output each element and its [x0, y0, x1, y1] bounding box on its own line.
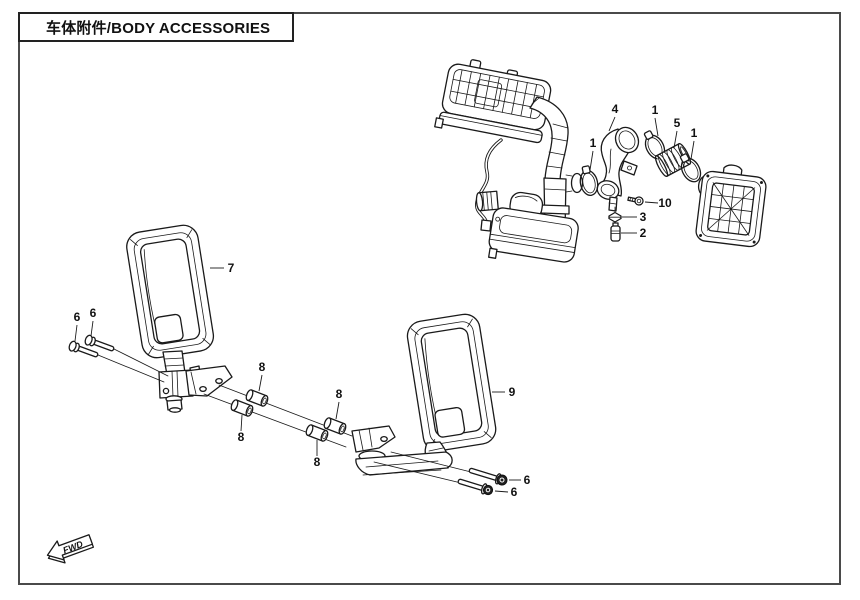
bolt-part6-right-b [457, 478, 494, 496]
intake-elbow-duct-part4 [596, 126, 640, 212]
callout-8-a[interactable]: 8 [259, 360, 266, 374]
intake-grille-plate [695, 164, 767, 248]
callout-6-right-b[interactable]: 6 [511, 485, 518, 499]
hose-clamp-part1-right [679, 153, 702, 183]
air-filter-box [434, 59, 552, 144]
breather-hose [474, 138, 503, 232]
airbox-lower-chamber [475, 190, 579, 263]
bolt-part6-right-a [468, 467, 508, 486]
callout-1-left[interactable]: 1 [590, 136, 597, 150]
right-mirror-arm [355, 451, 453, 476]
left-mirror-bracket [185, 365, 233, 397]
callout-2[interactable]: 2 [640, 226, 647, 240]
callout-4[interactable]: 4 [612, 102, 619, 116]
spacer-part8-c [323, 417, 347, 435]
mounting-axis-lines [203, 384, 353, 448]
screw-part10 [627, 196, 644, 206]
callout-6-left-a[interactable]: 6 [74, 310, 81, 324]
callout-9[interactable]: 9 [509, 385, 516, 399]
fwd-direction-arrow: FWD [46, 534, 95, 564]
spacer-part8-a [245, 389, 269, 407]
bolt-part6-left-b [84, 334, 115, 352]
callout-8-b[interactable]: 8 [238, 430, 245, 444]
left-bolt-axis-lines [97, 348, 169, 383]
spacer-part8-d [305, 424, 329, 442]
hose-clamp-part1-left [579, 165, 599, 197]
callout-6-right-a[interactable]: 6 [524, 473, 531, 487]
bolt-part6-left-a [68, 340, 99, 358]
callout-numbers: 4 1 5 1 1 10 3 2 7 6 6 8 8 8 8 9 6 6 [74, 102, 698, 499]
callout-leader-lines [74, 116, 695, 493]
callout-7[interactable]: 7 [228, 261, 235, 275]
page-title: 车体附件/BODY ACCESSORIES [46, 19, 271, 37]
clip-part3 [608, 206, 622, 227]
right-mirror-part9 [406, 313, 497, 469]
callout-1-mid[interactable]: 1 [652, 103, 659, 117]
callout-10[interactable]: 10 [658, 196, 672, 210]
fwd-label: FWD [62, 539, 85, 556]
drain-valve-part2 [610, 222, 621, 242]
callout-8-d[interactable]: 8 [314, 455, 321, 469]
title-box: 车体附件/BODY ACCESSORIES [18, 12, 294, 42]
callout-1-right[interactable]: 1 [691, 126, 698, 140]
spacer-part8-b [230, 399, 254, 417]
callout-3[interactable]: 3 [640, 210, 647, 224]
callout-8-c[interactable]: 8 [336, 387, 343, 401]
callout-5[interactable]: 5 [674, 116, 681, 130]
left-mirror-part7 [126, 224, 215, 359]
callout-6-left-b[interactable]: 6 [90, 306, 97, 320]
